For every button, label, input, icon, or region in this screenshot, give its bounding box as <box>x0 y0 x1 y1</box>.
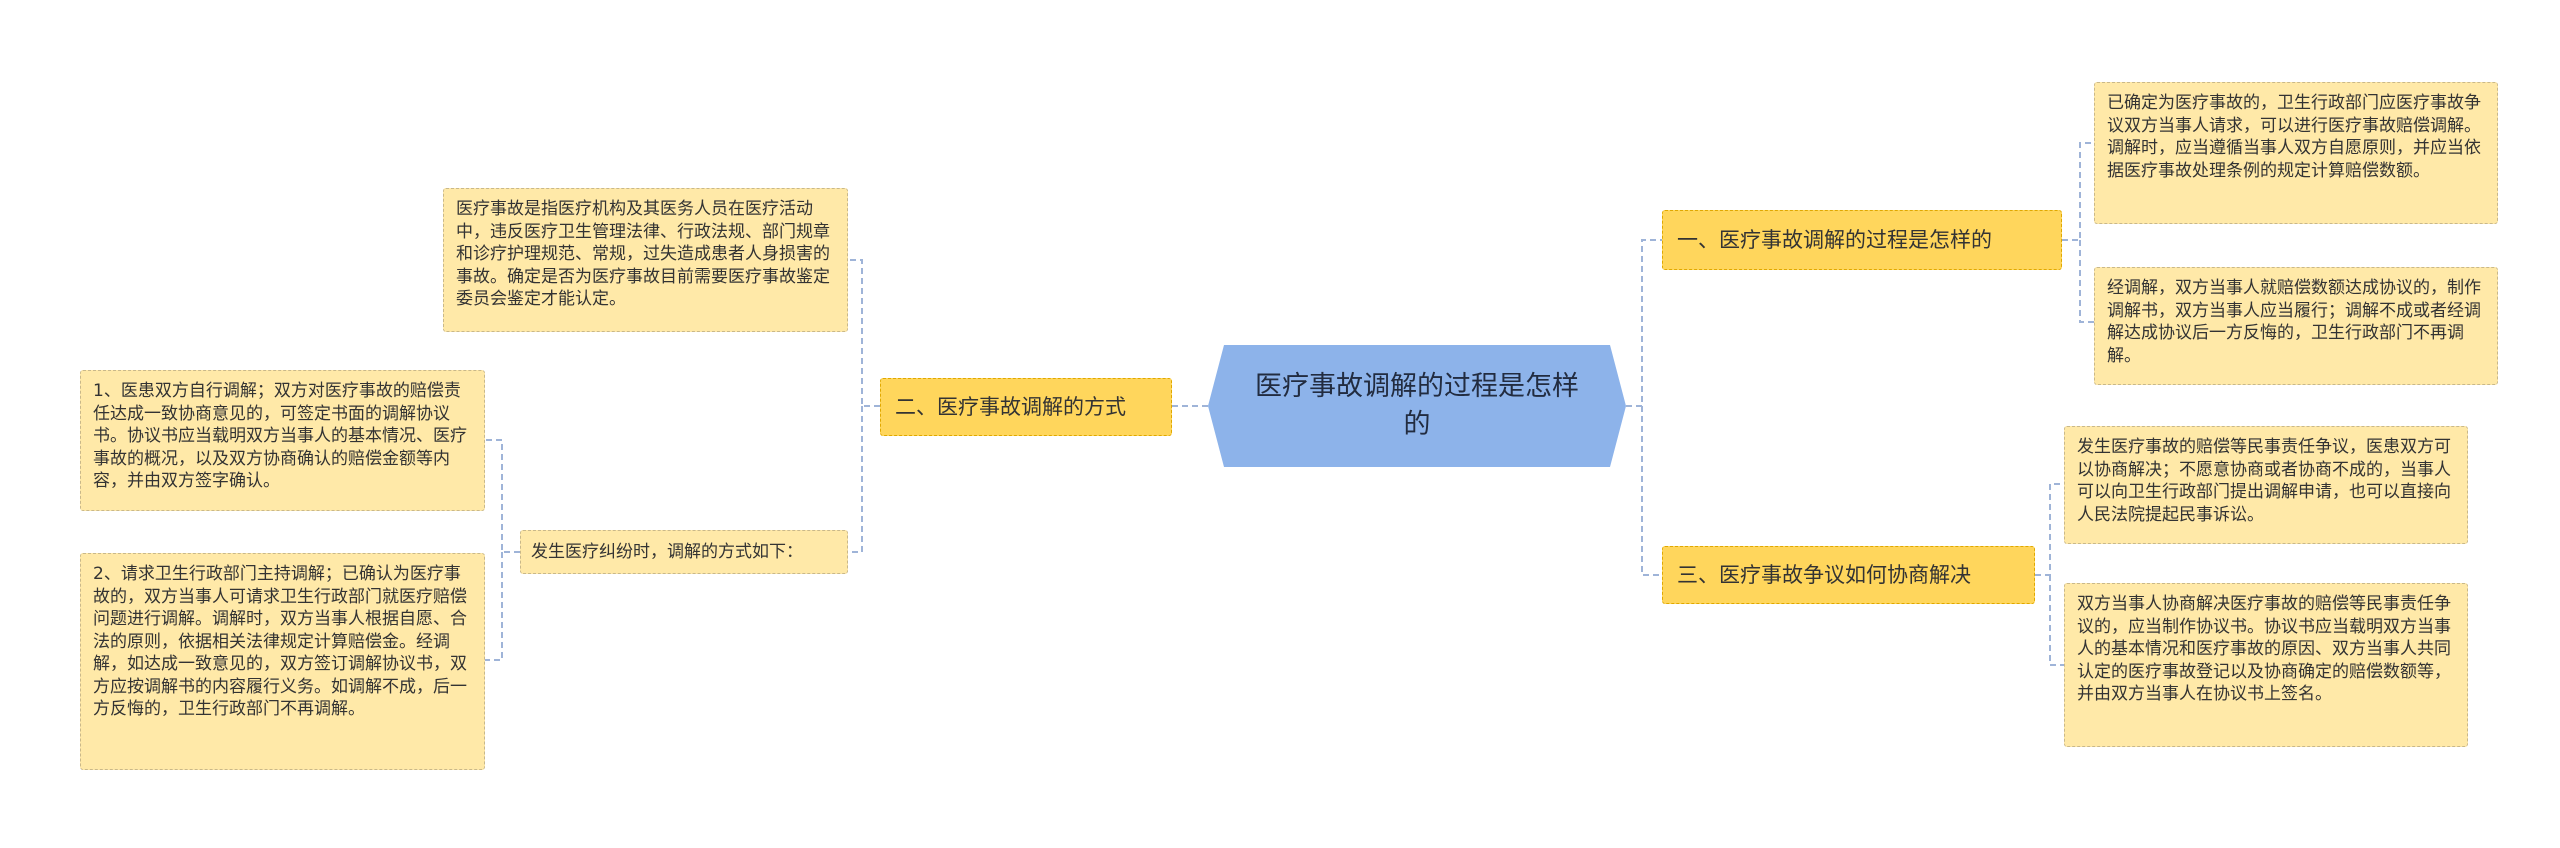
branch-negotiation[interactable]: 三、医疗事故争议如何协商解决 <box>1662 546 2035 604</box>
central-topic-label: 医疗事故调解的过程是怎样的 <box>1255 371 1579 440</box>
branch-methods-label: 二、医疗事故调解的方式 <box>895 395 1126 419</box>
branch-methods[interactable]: 二、医疗事故调解的方式 <box>880 378 1172 436</box>
central-topic[interactable]: 医疗事故调解的过程是怎样的 <box>1208 345 1626 467</box>
connector-intro-to-leaf-1 <box>485 439 520 553</box>
connector-negotiation-to-leaf-1 <box>2035 483 2064 576</box>
branch-process[interactable]: 一、医疗事故调解的过程是怎样的 <box>1662 210 2062 270</box>
connector-center-to-negotiation <box>1641 406 1662 576</box>
connector-process-to-leaf-2 <box>2079 240 2094 323</box>
connector-intro-to-leaf-2 <box>485 552 503 661</box>
connector-process-to-leaf-1 <box>2062 142 2094 241</box>
negotiation-leaf-1-text: 发生医疗事故的赔偿等民事责任争议，医患双方可以协商解决；不愿意协商或者协商不成的… <box>2077 437 2451 525</box>
methods-leaf-2-text: 2、请求卫生行政部门主持调解；已确认为医疗事故的，双方当事人可请求卫生行政部门就… <box>93 564 467 719</box>
methods-definition[interactable]: 医疗事故是指医疗机构及其医务人员在医疗活动中，违反医疗卫生管理法律、行政法规、部… <box>443 188 848 332</box>
process-leaf-2-text: 经调解，双方当事人就赔偿数额达成协议的，制作调解书，双方当事人应当履行；调解不成… <box>2107 278 2481 366</box>
methods-intro[interactable]: 发生医疗纠纷时，调解的方式如下： <box>520 530 848 574</box>
connector-methods-to-definition <box>848 259 880 407</box>
process-leaf-1[interactable]: 已确定为医疗事故的，卫生行政部门应医疗事故争议双方当事人请求，可以进行医疗事故赔… <box>2094 82 2498 224</box>
methods-leaf-1[interactable]: 1、医患双方自行调解；双方对医疗事故的赔偿责任达成一致协商意见的，可签定书面的调… <box>80 370 485 511</box>
methods-intro-text: 发生医疗纠纷时，调解的方式如下： <box>531 542 803 562</box>
negotiation-leaf-1[interactable]: 发生医疗事故的赔偿等民事责任争议，医患双方可以协商解决；不愿意协商或者协商不成的… <box>2064 426 2468 544</box>
process-leaf-2[interactable]: 经调解，双方当事人就赔偿数额达成协议的，制作调解书，双方当事人应当履行；调解不成… <box>2094 267 2498 385</box>
connector-methods-to-intro <box>848 406 863 553</box>
process-leaf-1-text: 已确定为医疗事故的，卫生行政部门应医疗事故争议双方当事人请求，可以进行医疗事故赔… <box>2107 93 2481 181</box>
methods-leaf-2[interactable]: 2、请求卫生行政部门主持调解；已确认为医疗事故的，双方当事人可请求卫生行政部门就… <box>80 553 485 770</box>
negotiation-leaf-2-text: 双方当事人协商解决医疗事故的赔偿等民事责任争议的，应当制作协议书。协议书应当载明… <box>2077 594 2451 704</box>
methods-definition-text: 医疗事故是指医疗机构及其医务人员在医疗活动中，违反医疗卫生管理法律、行政法规、部… <box>456 199 830 309</box>
negotiation-leaf-2[interactable]: 双方当事人协商解决医疗事故的赔偿等民事责任争议的，应当制作协议书。协议书应当载明… <box>2064 583 2468 747</box>
branch-negotiation-label: 三、医疗事故争议如何协商解决 <box>1677 563 1971 587</box>
branch-process-label: 一、医疗事故调解的过程是怎样的 <box>1677 228 1992 252</box>
connector-negotiation-to-leaf-2 <box>2049 575 2064 666</box>
connector-center-to-process <box>1626 239 1662 407</box>
methods-leaf-1-text: 1、医患双方自行调解；双方对医疗事故的赔偿责任达成一致协商意见的，可签定书面的调… <box>93 381 467 491</box>
